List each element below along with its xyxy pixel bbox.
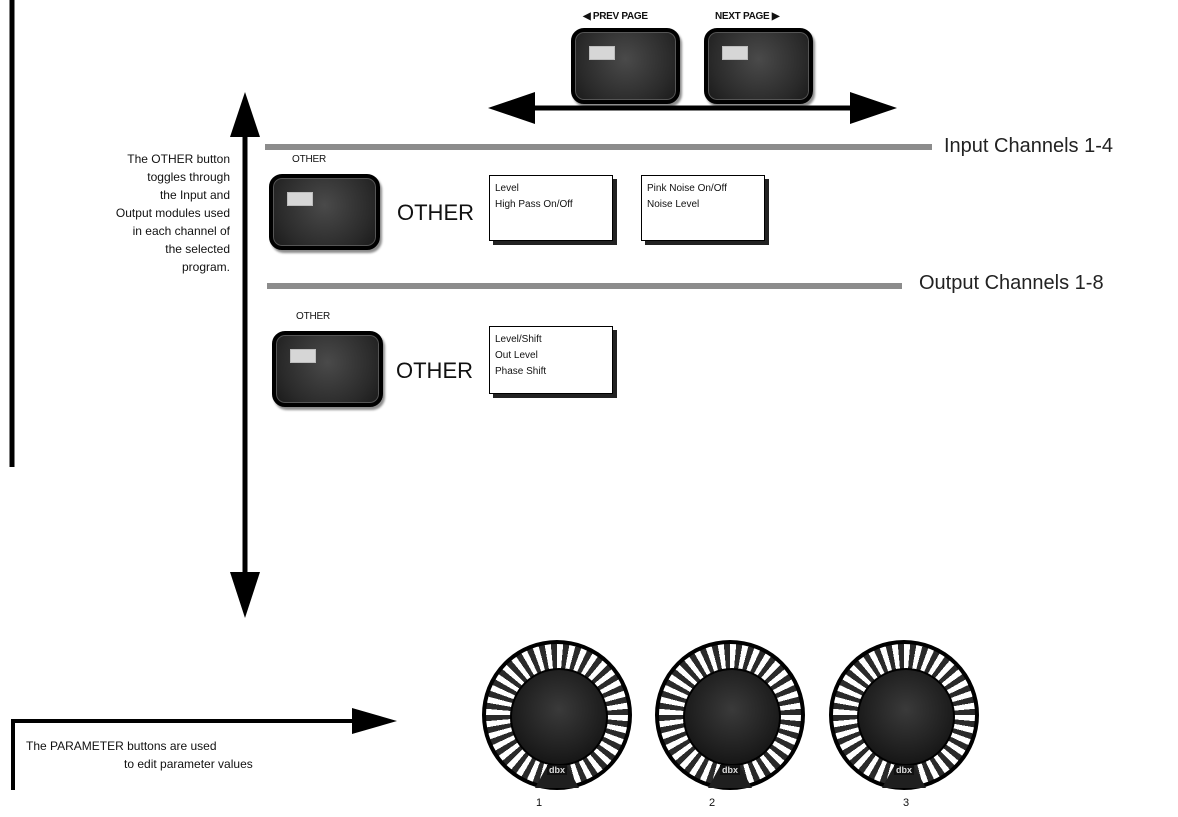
input-other-button[interactable]: [269, 174, 380, 250]
output-other-button[interactable]: [272, 331, 383, 407]
parameter-knob-3[interactable]: dbx: [829, 640, 979, 790]
output-other-caption: OTHER: [296, 311, 331, 322]
knob-number-2: 2: [708, 797, 716, 809]
brand-logo: dbx: [719, 765, 741, 775]
vertical-double-arrow: [230, 92, 260, 618]
note-line: Output modules used: [115, 206, 230, 220]
output-other-label: OTHER: [396, 358, 473, 383]
parameter-note: The PARAMETER buttons are used to edit p…: [26, 737, 356, 773]
page-nav-double-arrow: [488, 92, 897, 124]
output-module-level-shift: Level/Shift Out Level Phase Shift: [489, 326, 613, 394]
input-channels-label: Input Channels 1-4: [940, 135, 1118, 158]
note-line: The OTHER button: [127, 152, 230, 166]
input-module-pink-noise: Pink Noise On/Off Noise Level: [641, 175, 765, 241]
input-module-level: Level High Pass On/Off: [489, 175, 613, 241]
led-indicator: [290, 349, 316, 363]
note-line: the selected: [165, 242, 230, 256]
led-indicator: [722, 46, 748, 60]
brand-logo: dbx: [893, 765, 915, 775]
module-item: Level: [495, 183, 519, 194]
module-item: Out Level: [495, 350, 538, 361]
prev-page-label: ◀ PREV PAGE: [583, 11, 648, 22]
input-other-label: OTHER: [397, 200, 474, 225]
knob-cap: [510, 668, 608, 766]
module-item: Level/Shift: [495, 334, 542, 345]
led-indicator: [287, 192, 313, 206]
module-item: Pink Noise On/Off: [647, 183, 727, 194]
note-line: to edit parameter values: [124, 757, 253, 771]
parameter-pointer-arrow: [11, 708, 397, 790]
note-line: toggles through: [147, 170, 230, 184]
parameter-knob-2[interactable]: dbx: [655, 640, 805, 790]
next-page-label: NEXT PAGE ▶: [715, 11, 780, 22]
note-line: program.: [181, 260, 230, 274]
knob-number-1: 1: [535, 797, 543, 809]
brand-logo: dbx: [546, 765, 568, 775]
knob-cap: [857, 668, 955, 766]
module-item: Phase Shift: [495, 366, 547, 377]
prev-page-button[interactable]: [571, 28, 680, 104]
knob-number-3: 3: [902, 797, 910, 809]
output-channels-label: Output Channels 1-8: [915, 272, 1108, 295]
input-other-caption: OTHER: [292, 154, 327, 165]
other-button-note: The OTHER button toggles through the Inp…: [40, 150, 230, 276]
note-line: the Input and: [159, 188, 230, 202]
note-line: in each channel of: [132, 224, 230, 238]
next-page-button[interactable]: [704, 28, 813, 104]
module-item: Noise Level: [647, 199, 700, 210]
knob-cap: [683, 668, 781, 766]
note-line: The PARAMETER buttons are used: [26, 739, 217, 753]
parameter-knob-1[interactable]: dbx: [482, 640, 632, 790]
led-indicator: [589, 46, 615, 60]
module-item: High Pass On/Off: [495, 199, 573, 210]
